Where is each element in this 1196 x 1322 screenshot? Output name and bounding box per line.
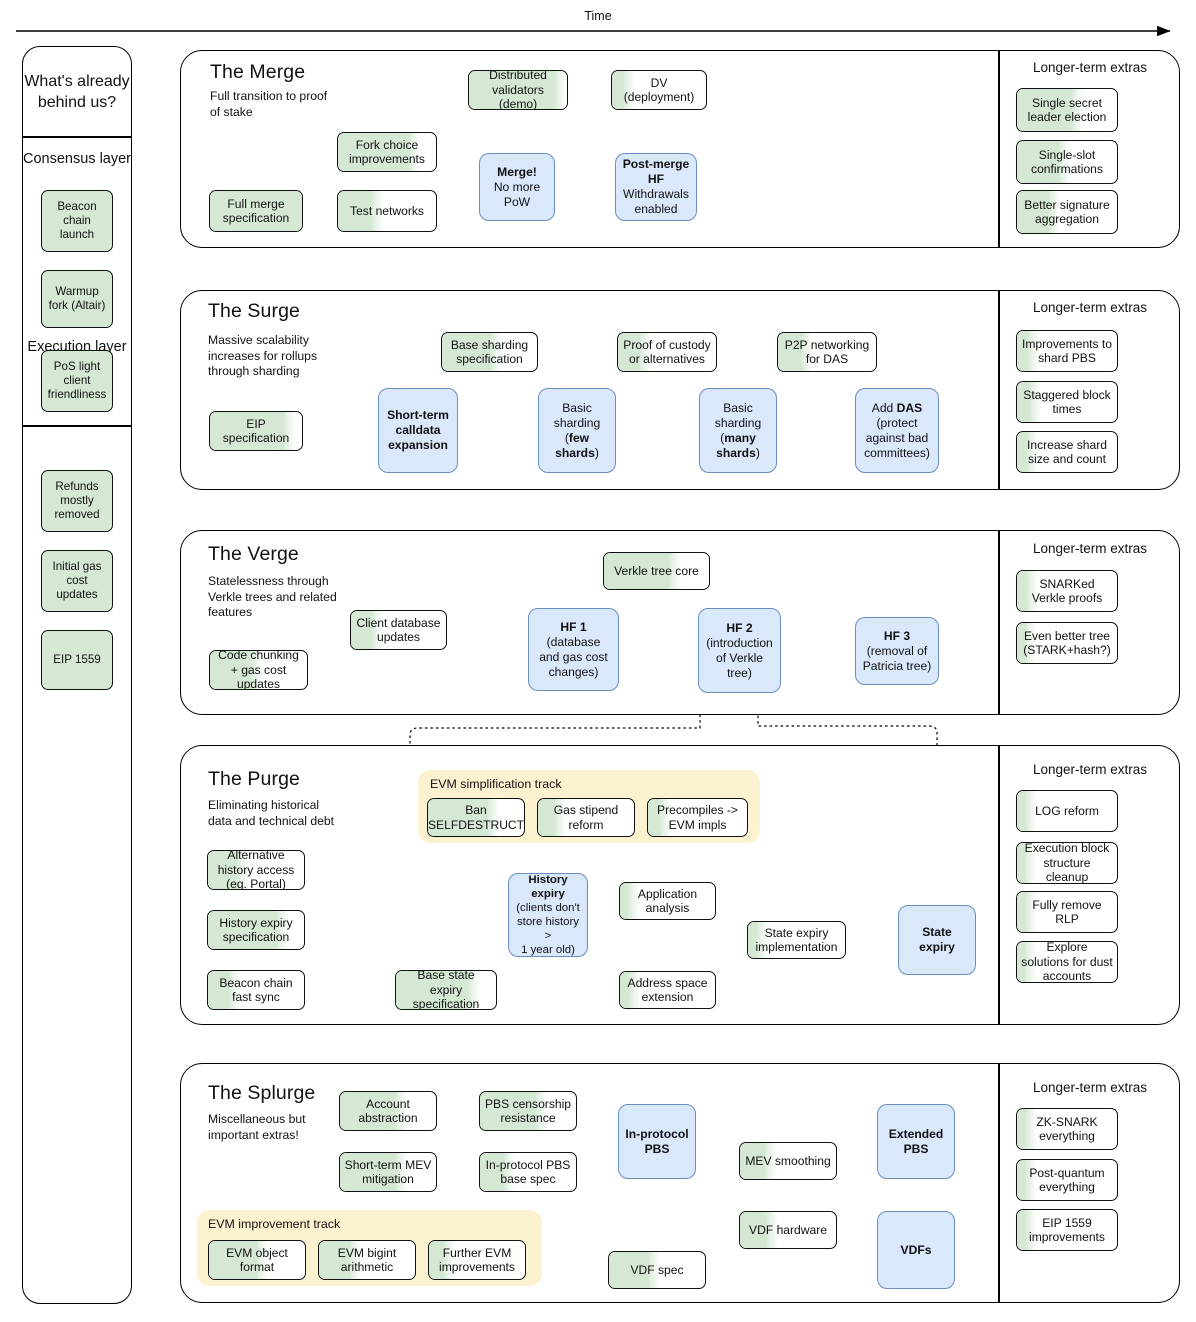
node-state-expiry-implementation[interactable]: State expiry implementation [747, 921, 846, 959]
node-base-state-expiry-specification[interactable]: Base state expiry specification [395, 970, 497, 1010]
extras-heading-the-surge: Longer-term extras [1032, 300, 1148, 315]
node-test-networks[interactable]: Test networks [337, 190, 437, 232]
node-verkle-tree-core[interactable]: Verkle tree core [603, 552, 710, 590]
phase-subtitle-the-surge: Massive scalability increases for rollup… [208, 333, 318, 378]
node-proof-of-custody[interactable]: Proof of custody or alternatives [617, 332, 717, 372]
extra-explore-solutions-for-dust-accounts[interactable]: Explore solutions for dust accounts [1016, 941, 1118, 983]
node-distributed-validators-demo[interactable]: Distributed validators (demo) [468, 70, 568, 110]
phase-subtitle-the-merge: Full transition to proof of stake [210, 89, 328, 119]
node-mev-smoothing[interactable]: MEV smoothing [739, 1142, 837, 1180]
extras-heading-the-verge: Longer-term extras [1032, 541, 1148, 556]
extras-heading-the-purge: Longer-term extras [1032, 762, 1148, 777]
node-dv-deployment[interactable]: DV (deployment) [611, 70, 707, 110]
node-full-merge-specification[interactable]: Full merge specification [209, 190, 303, 232]
node-state-expiry[interactable]: State expiry [898, 905, 976, 975]
extra-fully-remove-rlp[interactable]: Fully remove RLP [1016, 891, 1118, 933]
phase-subtitle-the-purge: Eliminating historical data and technica… [208, 798, 335, 828]
node-p2p-networking-for-das[interactable]: P2P networking for DAS [777, 332, 877, 372]
node-evm-object-format[interactable]: EVM object format [208, 1240, 306, 1280]
node-code-chunking-gas-cost-updates[interactable]: Code chunking + gas cost updates [209, 650, 308, 690]
phase-subtitle-the-splurge: Miscellaneous but important extras! [208, 1112, 306, 1142]
node-vdfs[interactable]: VDFs [877, 1211, 955, 1289]
phase-title-the-surge: The Surge [208, 300, 300, 322]
extra-staggered-block-times[interactable]: Staggered block times [1016, 381, 1118, 423]
node-eip-specification[interactable]: EIP specification [209, 411, 303, 451]
extra-execution-block-structure-cleanup[interactable]: Execution block structure cleanup [1016, 842, 1118, 884]
phase-title-the-splurge: The Splurge [208, 1082, 316, 1104]
node-in-protocol-pbs-base-spec[interactable]: In-protocol PBS base spec [479, 1152, 577, 1192]
extra-single-secret-leader-election[interactable]: Single secret leader election [1016, 88, 1118, 132]
sidebar-panel: What's already behind us? Consensus laye… [22, 46, 132, 1304]
phase-panel-the-surge [180, 290, 1180, 490]
node-alternative-history-access[interactable]: Alternative history access (eg. Portal) [207, 850, 305, 890]
node-address-space-extension[interactable]: Address space extension [619, 971, 716, 1009]
node-vdf-hardware[interactable]: VDF hardware [739, 1211, 837, 1249]
extra-single-slot-confirmations[interactable]: Single-slot confirmations [1016, 140, 1118, 184]
track-label-evm-simplification: EVM simplification track [430, 777, 562, 791]
sidebar-item-pos-light-client[interactable]: PoS light client friendliness [41, 350, 113, 412]
extras-heading-the-splurge: Longer-term extras [1032, 1080, 1148, 1095]
extra-improvements-to-shard-pbs[interactable]: Improvements to shard PBS [1016, 330, 1118, 372]
node-application-analysis[interactable]: Application analysis [619, 882, 716, 920]
node-beacon-chain-fast-sync[interactable]: Beacon chain fast sync [207, 970, 305, 1010]
node-short-term-mev-mitigation[interactable]: Short-term MEV mitigation [339, 1152, 437, 1192]
extra-eip-1559-improvements[interactable]: EIP 1559 improvements [1016, 1209, 1118, 1251]
track-label-evm-improvement: EVM improvement track [208, 1217, 341, 1231]
node-vdf-spec[interactable]: VDF spec [608, 1251, 706, 1289]
phase-divider-the-verge [998, 530, 1000, 715]
extra-increase-shard-size-and-count[interactable]: Increase shard size and count [1016, 431, 1118, 473]
extra-better-signature-aggregation[interactable]: Better signature aggregation [1016, 190, 1118, 234]
phase-title-the-purge: The Purge [208, 768, 300, 790]
time-axis-label: Time [584, 9, 612, 23]
phase-subtitle-the-verge: Statelessness through Verkle trees and r… [208, 574, 337, 619]
sidebar-item-refunds-removed[interactable]: Refunds mostly removed [41, 470, 113, 532]
node-history-expiry-specification[interactable]: History expiry specification [207, 910, 305, 950]
extra-even-better-tree[interactable]: Even better tree (STARK+hash?) [1016, 622, 1118, 664]
extra-zk-snark-everything[interactable]: ZK-SNARK everything [1016, 1108, 1118, 1150]
phase-title-the-verge: The Verge [208, 543, 299, 565]
phase-divider-the-splurge [998, 1063, 1000, 1303]
node-ban-selfdestruct[interactable]: Ban SELFDESTRUCT [427, 798, 525, 837]
sidebar-item-eip-1559[interactable]: EIP 1559 [41, 630, 113, 690]
node-further-evm-improvements[interactable]: Further EVM improvements [428, 1240, 526, 1280]
node-precompiles-evm-impls[interactable]: Precompiles -> EVM impls [647, 798, 748, 837]
phase-divider-the-surge [998, 290, 1000, 490]
sidebar-item-beacon-chain-launch[interactable]: Beacon chain launch [41, 190, 113, 252]
node-gas-stipend-reform[interactable]: Gas stipend reform [537, 798, 635, 837]
node-evm-bigint-arithmetic[interactable]: EVM bigint arithmetic [318, 1240, 416, 1280]
extra-post-quantum-everything[interactable]: Post-quantum everything [1016, 1159, 1118, 1201]
sidebar-section-consensus-label: Consensus layer [23, 150, 131, 167]
extra-log-reform[interactable]: LOG reform [1016, 790, 1118, 832]
node-base-sharding-specification[interactable]: Base sharding specification [441, 332, 538, 372]
extras-heading-the-merge: Longer-term extras [1032, 60, 1148, 75]
node-account-abstraction[interactable]: Account abstraction [339, 1091, 437, 1131]
node-client-database-updates[interactable]: Client database updates [350, 610, 447, 650]
sidebar-item-gas-cost-updates[interactable]: Initial gas cost updates [41, 550, 113, 612]
node-pbs-censorship-resistance[interactable]: PBS censorship resistance [479, 1091, 577, 1131]
node-fork-choice-improvements[interactable]: Fork choice improvements [337, 132, 437, 172]
phase-title-the-merge: The Merge [210, 61, 306, 83]
extra-snarked-verkle-proofs[interactable]: SNARKed Verkle proofs [1016, 570, 1118, 612]
phase-divider-the-merge [998, 50, 1000, 248]
sidebar-item-warmup-fork[interactable]: Warmup fork (Altair) [41, 270, 113, 328]
phase-divider-the-purge [998, 745, 1000, 1025]
sidebar-title: What's already behind us? [24, 73, 130, 111]
